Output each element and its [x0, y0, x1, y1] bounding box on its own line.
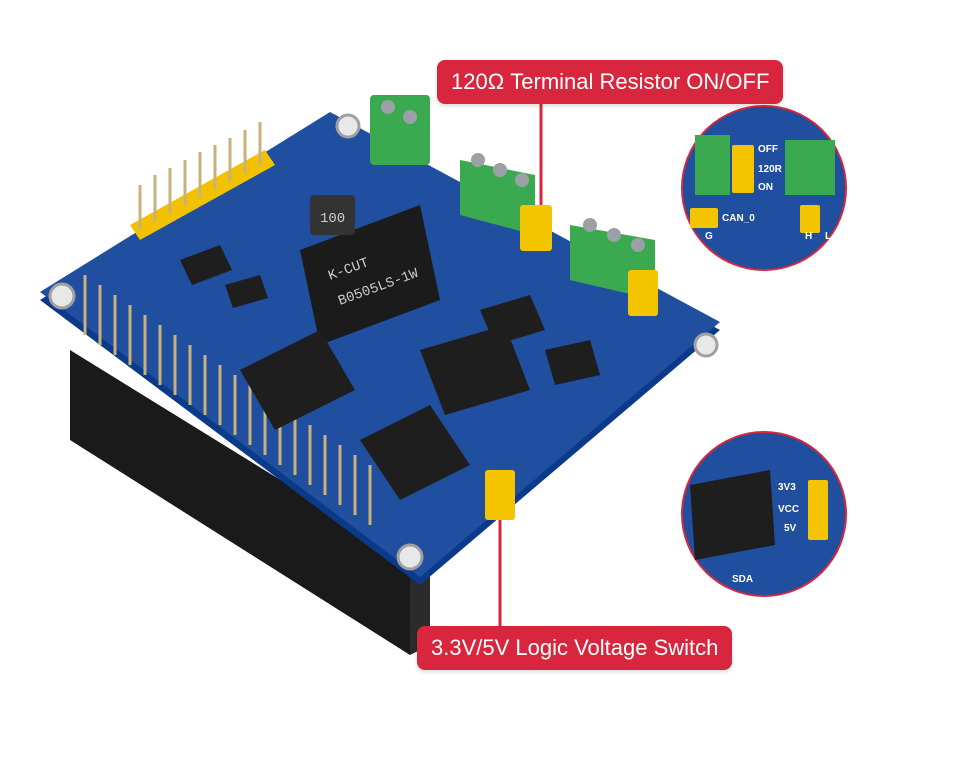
inset-off-label: OFF [758, 144, 778, 155]
inset-5v-label: 5V [784, 523, 797, 534]
inset-g-label: G [705, 231, 713, 242]
inset-on-label: ON [758, 182, 773, 193]
inset-can0-label: CAN_0 [722, 213, 755, 224]
inset-sda-label: SDA [732, 574, 753, 585]
mount-hole [335, 113, 361, 139]
inductor-marking: 100 [320, 211, 345, 227]
logic-voltage-jumper[interactable] [485, 470, 515, 520]
inset-vcc-label: VCC [778, 504, 799, 515]
inductor: 100 [310, 195, 355, 235]
dc-dc-converter: K-CUT B0505LS-1W [300, 205, 440, 345]
logic-voltage-zoom-inset: 3V3 VCC 5V SDA [681, 431, 847, 597]
inset-3v3-label: 3V3 [778, 482, 796, 493]
spi-pin-header [130, 122, 275, 240]
mount-hole [396, 543, 424, 571]
can0-terminal [460, 153, 535, 235]
inset-l-label: L [825, 231, 831, 242]
power-terminal [370, 95, 430, 165]
terminal-resistor-zoom-inset: OFF 120R ON CAN_0 G H L [681, 105, 847, 271]
inset-120r-label: 120R [758, 164, 783, 175]
can1-termination-jumper[interactable] [628, 270, 658, 316]
gpio-pins [83, 275, 372, 525]
logic-voltage-callout: 3.3V/5V Logic Voltage Switch [417, 626, 733, 670]
mount-hole [693, 332, 719, 358]
ic-chips [180, 245, 600, 500]
inset-h-label: H [805, 231, 812, 242]
terminal-resistor-callout: 120Ω Terminal Resistor ON/OFF [437, 60, 784, 104]
mount-hole [48, 282, 76, 310]
pcb-board [40, 112, 720, 585]
can0-termination-jumper[interactable] [520, 205, 552, 251]
